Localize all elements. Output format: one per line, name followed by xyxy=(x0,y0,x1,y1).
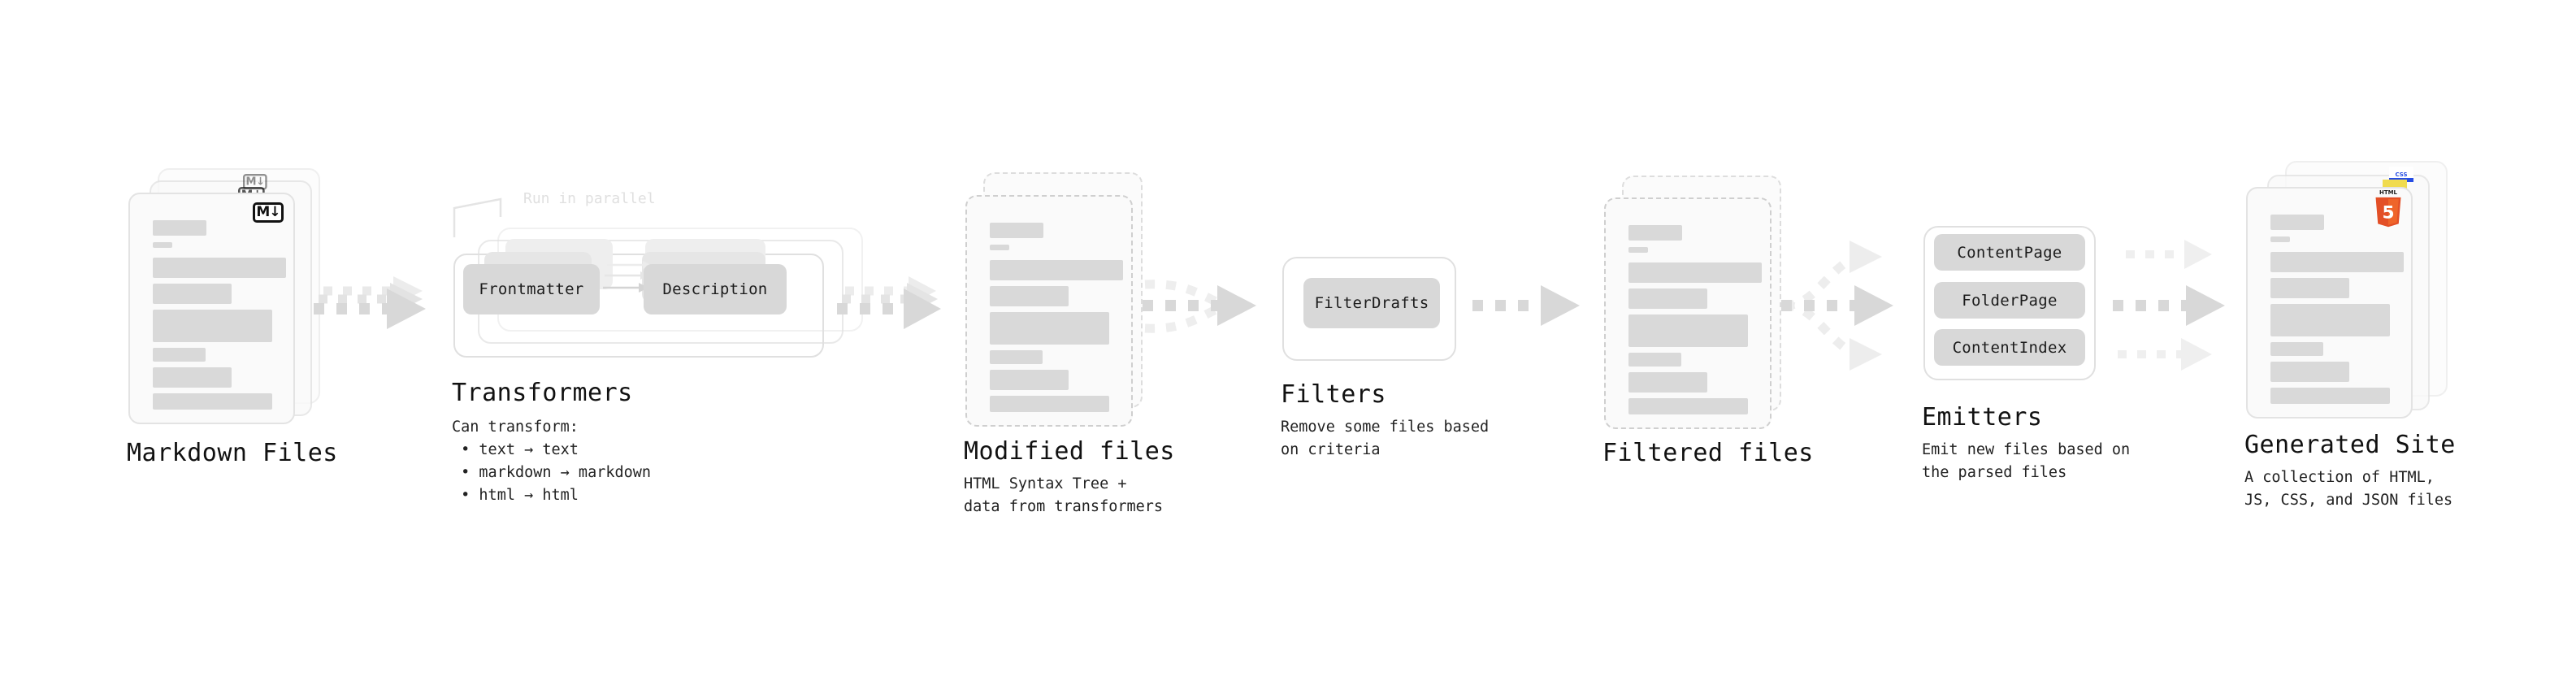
doc-line-1 xyxy=(2270,252,2404,272)
doc-line-1 xyxy=(1628,262,1762,283)
doc-line-6 xyxy=(2270,388,2390,404)
stage-title-generated-site: Generated Site xyxy=(2244,431,2456,459)
stage-title-markdown-files: Markdown Files xyxy=(127,439,338,467)
doc-subtitle-bar xyxy=(1628,247,1648,253)
markdown-badge: M↓ xyxy=(253,202,284,223)
html5-badge: HTML 5 xyxy=(2375,189,2401,228)
emitter-chip-folderpage[interactable]: FolderPage xyxy=(1934,282,2085,319)
stage-subtitle-emitters: Emit new files based on the parsed files xyxy=(1922,441,2131,482)
doc-subtitle-bar xyxy=(153,242,172,248)
doc-line-3 xyxy=(1628,314,1748,347)
emitters-box xyxy=(1923,226,2096,380)
emitter-chip-contentpage[interactable]: ContentPage xyxy=(1934,234,2085,271)
doc-subtitle-bar xyxy=(990,245,1009,250)
doc-line-3 xyxy=(153,310,272,342)
file-card-front xyxy=(128,193,295,424)
doc-line-5 xyxy=(1628,372,1707,393)
stage-subtitle-transformers: Can transform: • text → text • markdown … xyxy=(452,419,652,505)
html5-badge-wordmark: HTML xyxy=(2379,189,2397,196)
stage-title-modified-files: Modified files xyxy=(964,437,1175,466)
doc-line-5 xyxy=(153,367,232,388)
doc-line-3 xyxy=(2270,304,2390,336)
filter-chip-filterdrafts[interactable]: FilterDrafts xyxy=(1303,278,1440,328)
doc-title-bar xyxy=(153,220,206,236)
transformer-chip-description-label: Description xyxy=(662,280,768,298)
doc-subtitle-bar xyxy=(2270,236,2290,242)
stage-title-emitters: Emitters xyxy=(1922,403,2043,432)
modified-card-front xyxy=(965,195,1133,427)
css-badge-label: CSS xyxy=(2395,171,2408,178)
filters-box xyxy=(1282,257,1456,361)
doc-line-4 xyxy=(153,348,206,362)
run-in-parallel-label: Run in parallel xyxy=(523,190,656,207)
html5-badge-number: 5 xyxy=(2382,202,2394,223)
doc-line-2 xyxy=(1628,288,1707,309)
transformer-chip-frontmatter-label: Frontmatter xyxy=(479,280,584,298)
doc-line-4 xyxy=(990,350,1043,364)
doc-line-4 xyxy=(2270,342,2323,356)
filter-chip-filterdrafts-label: FilterDrafts xyxy=(1314,294,1429,312)
doc-line-6 xyxy=(1628,398,1748,414)
doc-line-6 xyxy=(153,393,272,410)
transformer-chip-description[interactable]: Description xyxy=(644,264,787,314)
stage-subtitle-generated-site: A collection of HTML, JS, CSS, and JSON … xyxy=(2244,469,2453,510)
doc-line-2 xyxy=(990,286,1069,306)
doc-line-2 xyxy=(153,284,232,304)
stage-subtitle-modified-files: HTML Syntax Tree + data from transformer… xyxy=(964,475,1164,516)
emitter-chip-contentindex[interactable]: ContentIndex xyxy=(1934,329,2085,366)
transformer-chip-frontmatter[interactable]: Frontmatter xyxy=(463,264,600,314)
doc-title-bar xyxy=(2270,215,2324,230)
stage-title-transformers: Transformers xyxy=(452,379,633,407)
doc-line-5 xyxy=(2270,362,2349,382)
stage-title-filters: Filters xyxy=(1281,380,1386,409)
doc-line-6 xyxy=(990,396,1109,412)
filtered-card-front xyxy=(1604,197,1772,429)
emitter-chip-folderpage-label: FolderPage xyxy=(1962,291,2058,310)
doc-title-bar xyxy=(1628,225,1682,241)
doc-line-3 xyxy=(990,312,1109,345)
stage-subtitle-filters: Remove some files based on criteria xyxy=(1281,419,1490,459)
doc-line-1 xyxy=(153,258,286,278)
stage-title-filtered-files: Filtered files xyxy=(1602,439,1814,467)
doc-line-4 xyxy=(1628,353,1681,367)
transformer-box-front xyxy=(453,254,824,358)
emitter-chip-contentpage-label: ContentPage xyxy=(1957,243,2062,262)
emitter-chip-contentindex-label: ContentIndex xyxy=(1952,338,2067,357)
doc-line-2 xyxy=(2270,278,2349,298)
doc-line-1 xyxy=(990,260,1123,280)
doc-title-bar xyxy=(990,223,1043,238)
doc-line-5 xyxy=(990,370,1069,390)
